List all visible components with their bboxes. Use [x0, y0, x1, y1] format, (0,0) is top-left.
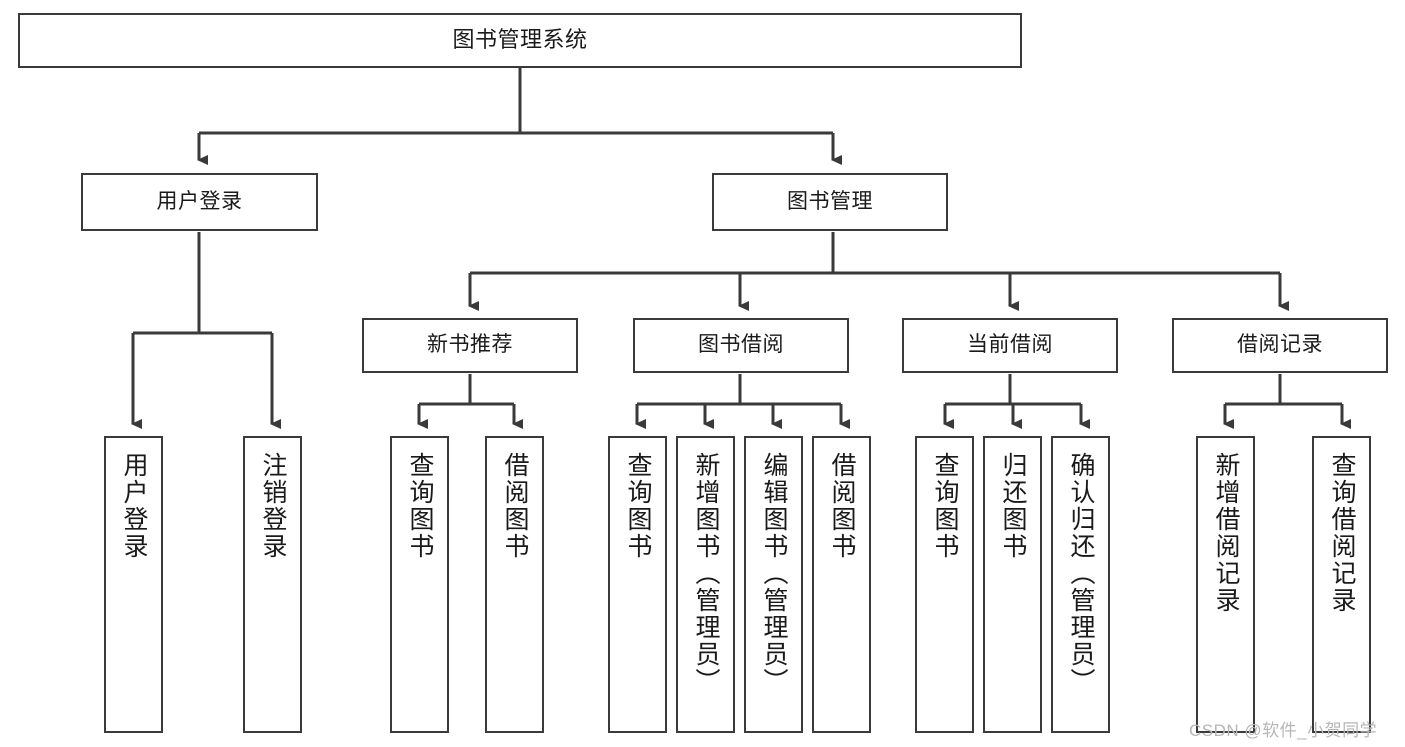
leaf-new-book-borrow-book[interactable]: 借阅图书 [485, 436, 544, 733]
watermark-text: CSDN @软件_小贺同学 [1189, 721, 1378, 740]
node-book-management[interactable]: 图书管理 [712, 173, 948, 231]
leaf-borrow-query-book[interactable]: 查询图书 [608, 436, 667, 733]
node-label: 图书借阅 [698, 333, 784, 357]
node-label: 新书推荐 [427, 333, 513, 357]
node-label: 图书管理 [787, 189, 873, 213]
node-label: 借阅图书 [501, 452, 529, 560]
leaf-current-query-book[interactable]: 查询图书 [915, 436, 974, 733]
node-label: 当前借阅 [967, 333, 1053, 357]
node-label: 查询借阅记录 [1328, 452, 1356, 614]
node-label: 归还图书 [999, 452, 1027, 560]
leaf-record-add-borrow-record[interactable]: 新增借阅记录 [1196, 436, 1255, 733]
leaf-current-return-book[interactable]: 归还图书 [983, 436, 1042, 733]
node-new-book-recommend[interactable]: 新书推荐 [362, 318, 578, 373]
leaf-logout[interactable]: 注销登录 [243, 436, 302, 733]
node-label: 新增借阅记录 [1212, 452, 1240, 614]
node-label: 查询图书 [931, 452, 959, 560]
node-label: 图书管理系统 [452, 27, 588, 53]
node-label: 注销登录 [259, 452, 287, 560]
node-book-borrow[interactable]: 图书借阅 [633, 318, 849, 373]
leaf-user-login[interactable]: 用户登录 [104, 436, 163, 733]
leaf-current-confirm-return-admin[interactable]: 确认归还（管理员） [1051, 436, 1110, 733]
node-label: 查询图书 [624, 452, 652, 560]
node-label: 新增图书（管理员） [692, 452, 720, 695]
leaf-borrow-borrow-book[interactable]: 借阅图书 [812, 436, 871, 733]
node-label: 借阅记录 [1237, 333, 1323, 357]
node-label: 编辑图书（管理员） [760, 452, 788, 695]
node-root-book-management-system[interactable]: 图书管理系统 [18, 13, 1022, 68]
node-current-borrow[interactable]: 当前借阅 [902, 318, 1118, 373]
node-label: 查询图书 [406, 452, 434, 560]
leaf-borrow-edit-book-admin[interactable]: 编辑图书（管理员） [744, 436, 803, 733]
leaf-new-book-query-book[interactable]: 查询图书 [390, 436, 449, 733]
node-user-login[interactable]: 用户登录 [81, 173, 318, 231]
leaf-borrow-add-book-admin[interactable]: 新增图书（管理员） [676, 436, 735, 733]
node-label: 用户登录 [120, 452, 148, 560]
leaf-record-query-borrow-record[interactable]: 查询借阅记录 [1312, 436, 1371, 733]
node-borrow-record[interactable]: 借阅记录 [1172, 318, 1388, 373]
node-label: 确认归还（管理员） [1067, 452, 1095, 695]
node-label: 借阅图书 [828, 452, 856, 560]
node-label: 用户登录 [156, 189, 243, 213]
